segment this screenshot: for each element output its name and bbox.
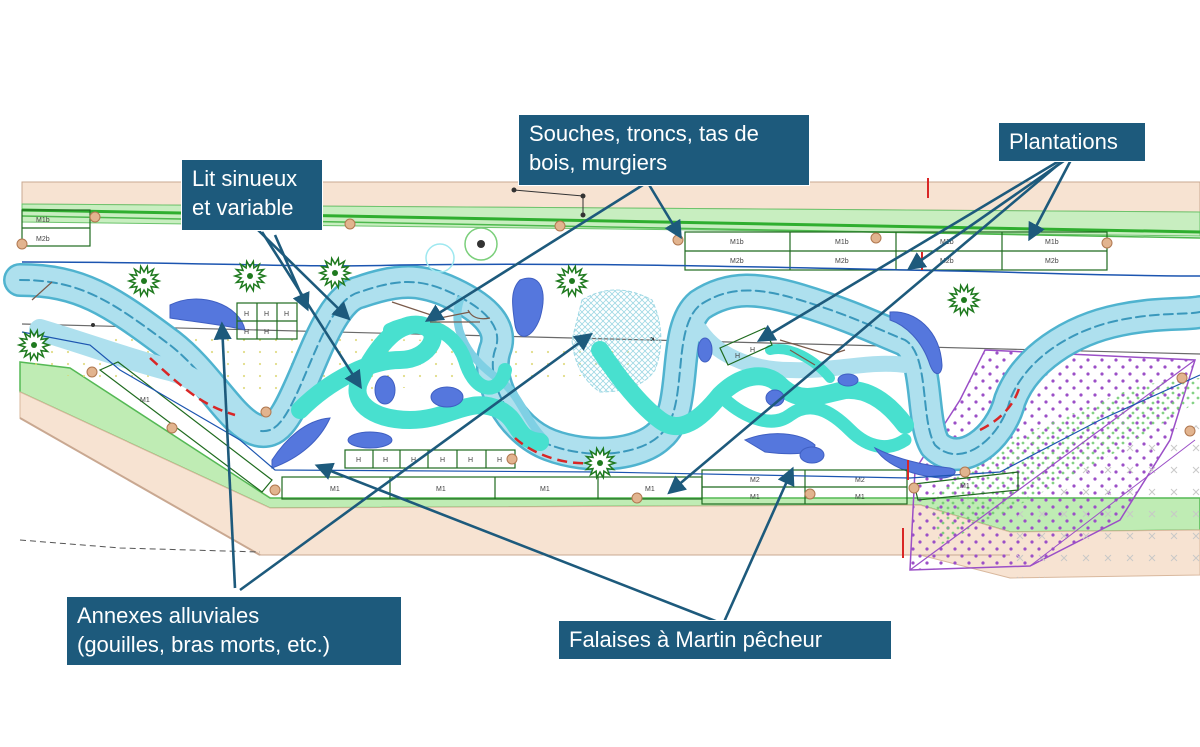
grid-label-h: H — [383, 457, 388, 464]
grid-label-m1b: M1b — [36, 217, 50, 224]
grid-label-m2b: M2b — [940, 258, 954, 265]
tree-icon — [425, 227, 498, 273]
grid-label-m2b: M2b — [835, 258, 849, 265]
grid-label-m2: M2 — [855, 477, 865, 484]
stump-icon — [506, 453, 518, 465]
stump-icon — [672, 234, 684, 246]
grid-label-h: H — [735, 353, 740, 360]
shrub-icon — [317, 256, 353, 290]
callout-annexes: Annexes alluviales (gouilles, bras morts… — [66, 596, 402, 666]
callout-plantations: Plantations — [998, 122, 1146, 162]
grid-label-m2: M2 — [750, 477, 760, 484]
kingfisher-cliffs — [149, 357, 1022, 465]
grid-label-m1: M1 — [540, 486, 550, 493]
grid-label-h: H — [244, 329, 249, 336]
shrub-icon — [582, 446, 618, 480]
grid-label-m1: M1 — [855, 494, 865, 501]
stump-icon — [908, 482, 920, 494]
grid-label-h: H — [284, 311, 289, 318]
stump-icon — [166, 422, 178, 434]
grid-label-m2b: M2b — [36, 236, 50, 243]
grid-label-h: H — [750, 347, 755, 354]
grid-label-m2b: M2b — [1045, 258, 1059, 265]
shrub-icon — [232, 259, 268, 293]
callout-falaises: Falaises à Martin pêcheur — [558, 620, 892, 660]
stump-icon — [804, 488, 816, 500]
stump-icon — [959, 466, 971, 478]
stump-icon — [1101, 237, 1113, 249]
grid-label-h: H — [440, 457, 445, 464]
grid-label-m1: M1 — [330, 486, 340, 493]
shrubs — [16, 256, 982, 480]
grid-label-h: H — [356, 457, 361, 464]
shrub-icon — [126, 264, 162, 298]
grid-label-m1: M1 — [960, 483, 970, 490]
grid-label-h: H — [497, 457, 502, 464]
stump-icon — [1176, 372, 1188, 384]
grid-label-m1b: M1b — [1045, 239, 1059, 246]
grid-label-m1: M1 — [436, 486, 446, 493]
grid-label-m1b: M1b — [835, 239, 849, 246]
stump-icon — [554, 220, 566, 232]
grid-label-h: H — [244, 311, 249, 318]
stump-icon — [1184, 425, 1196, 437]
stump-icon — [269, 484, 281, 496]
anchor-points — [511, 187, 586, 218]
grid-label-h: H — [264, 329, 269, 336]
grid-label-h: H — [411, 457, 416, 464]
grid-label-m1b: M1b — [730, 239, 744, 246]
grid-label-m1: M1 — [645, 486, 655, 493]
stump-icon — [260, 406, 272, 418]
callout-lit-sinueux: Lit sinueux et variable — [181, 159, 323, 231]
grid-label-m1: M1 — [750, 494, 760, 501]
stump-icon — [631, 492, 643, 504]
stump-icon — [344, 218, 356, 230]
shrub-icon — [946, 283, 982, 317]
callout-souches: Souches, troncs, tas de bois, murgiers — [518, 114, 810, 186]
shrub-icon — [554, 264, 590, 298]
callout-arrows — [213, 156, 1074, 624]
stump-icon — [870, 232, 882, 244]
meadow-zone — [909, 349, 1200, 578]
stump-icon — [16, 238, 28, 250]
grid-label-h: H — [264, 311, 269, 318]
shrub-icon — [16, 328, 52, 362]
grid-label-m2b: M2b — [730, 258, 744, 265]
grid-label-m1: M1 — [140, 397, 150, 404]
stump-icon — [89, 211, 101, 223]
stump-icon — [86, 366, 98, 378]
grid-label-h: H — [468, 457, 473, 464]
